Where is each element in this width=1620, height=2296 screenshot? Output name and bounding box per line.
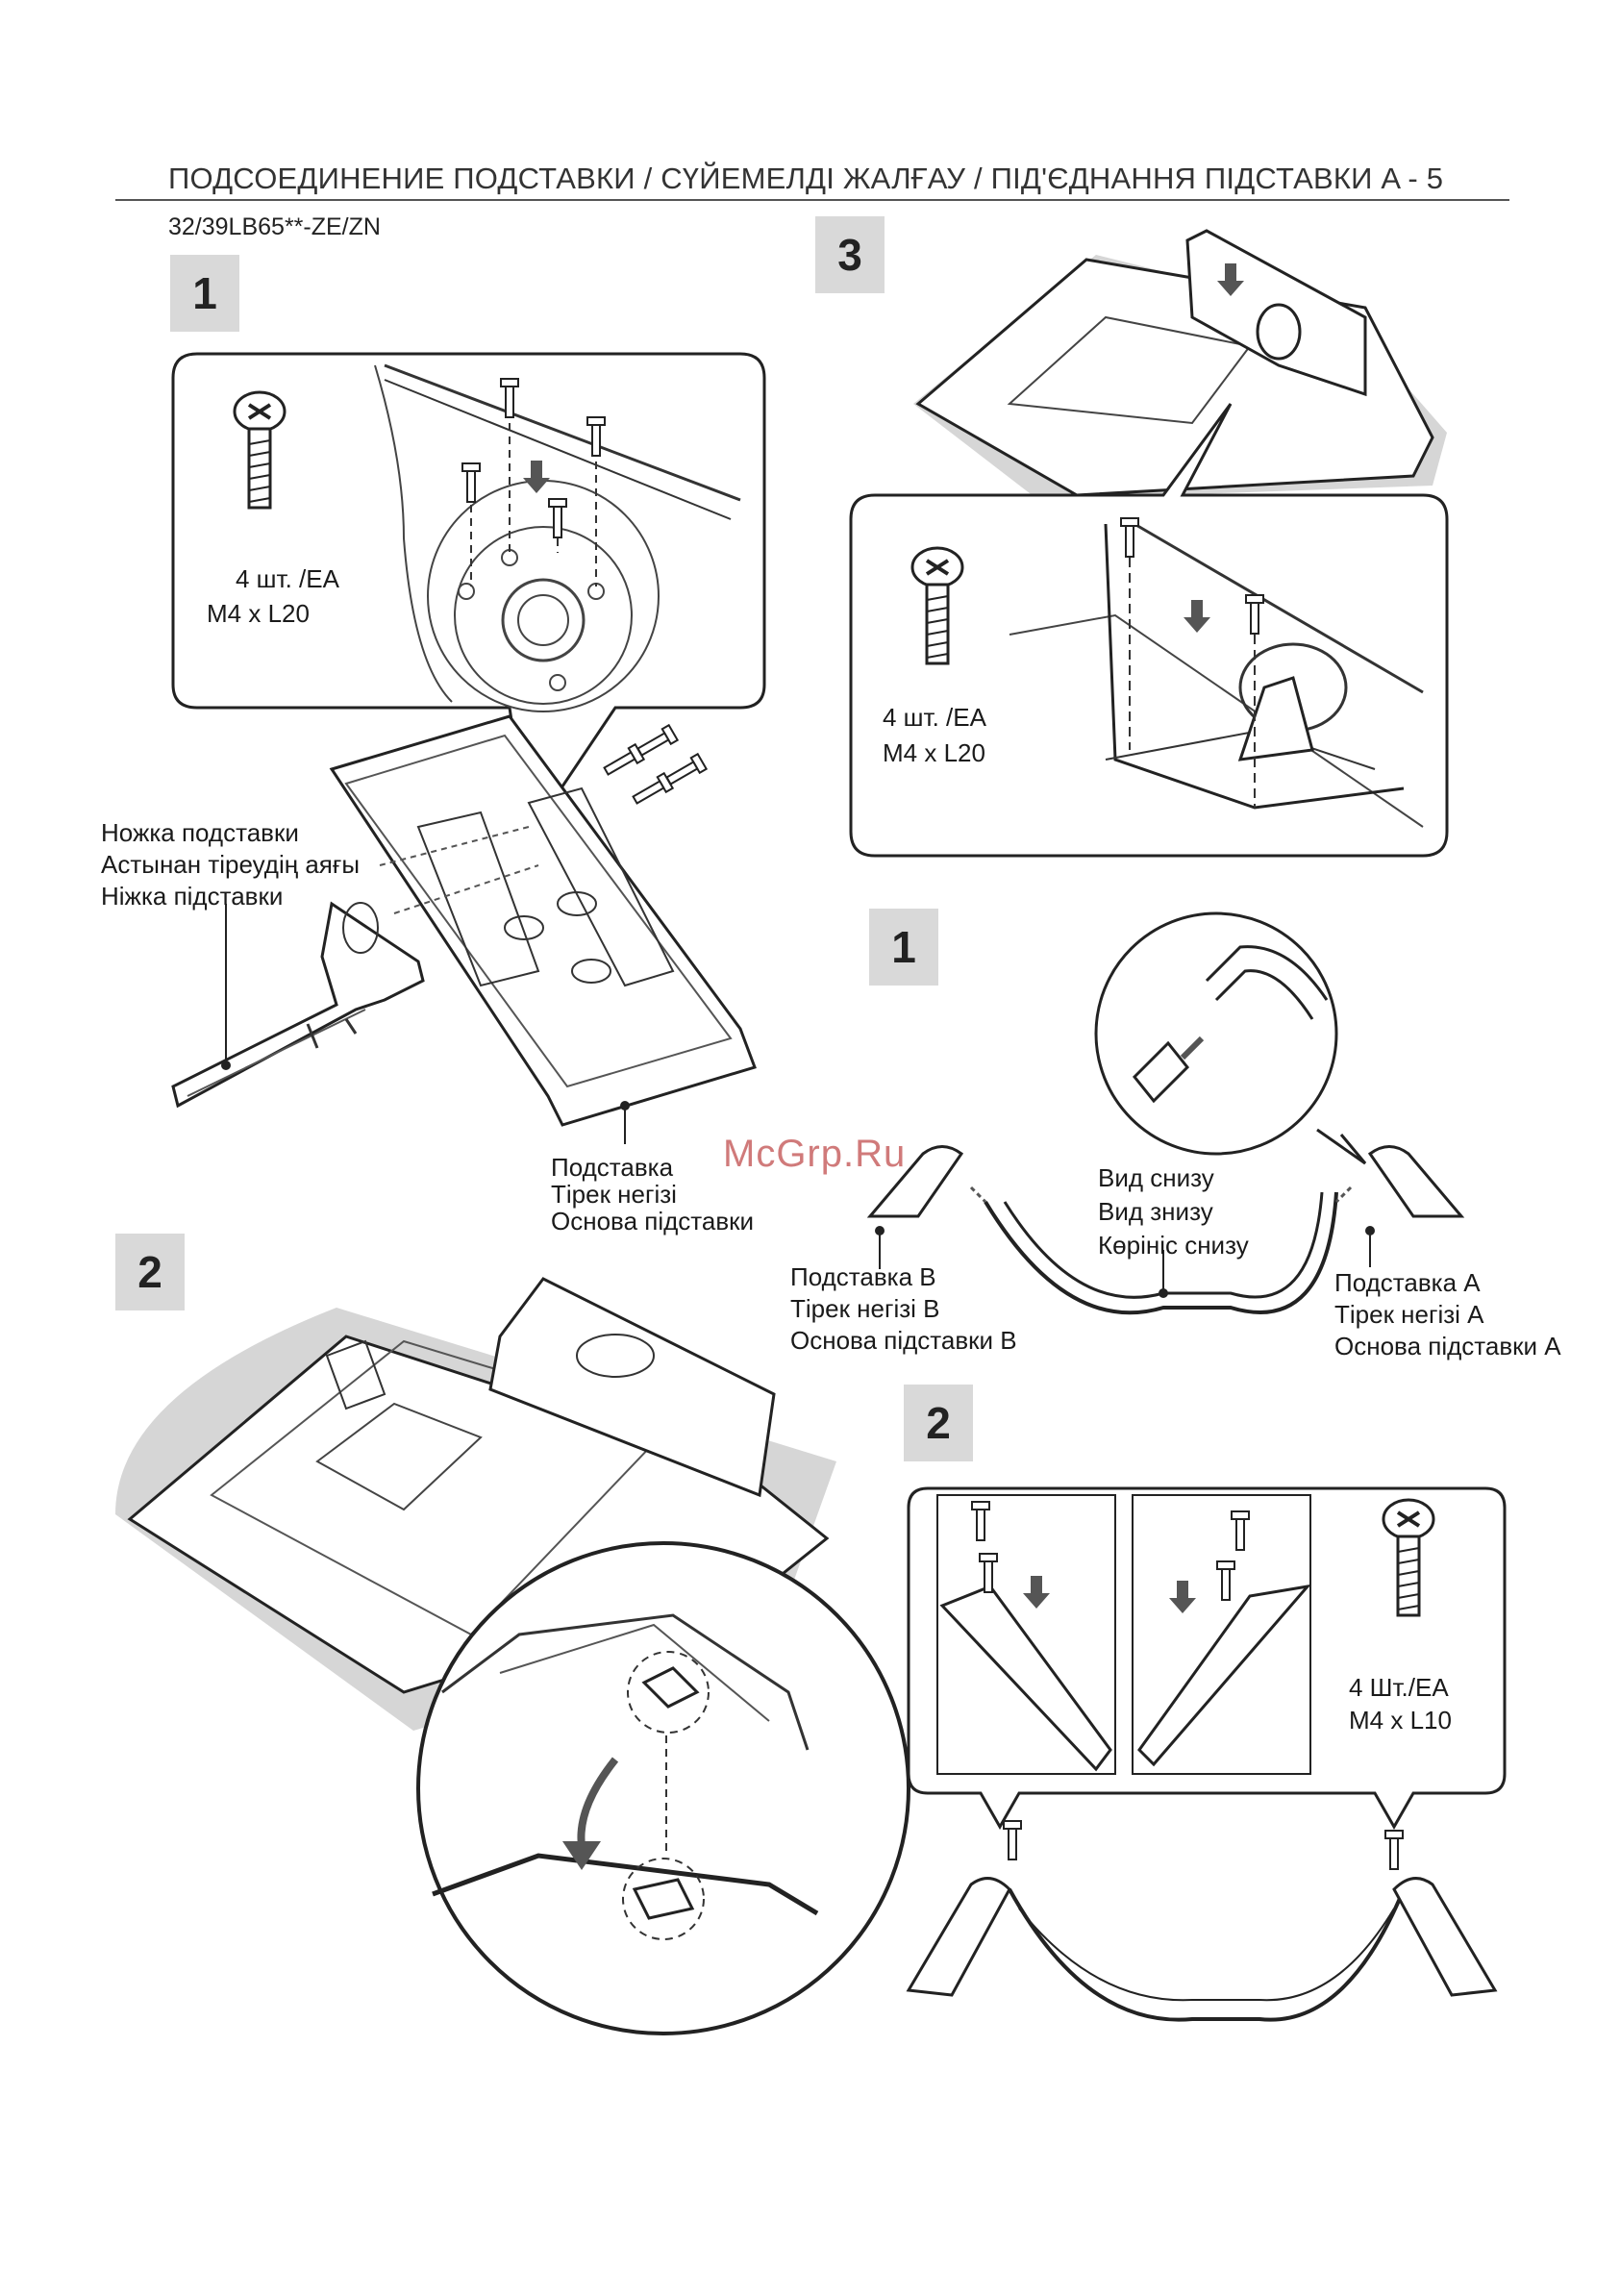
stand-a-label: Подставка A Тірек негізі A Основа підста… [1334, 1268, 1561, 1360]
stand-base-label: Подставка Тірек негізі Основа підставки [551, 1153, 755, 1235]
step-badge-right-1: 1 [869, 909, 938, 986]
screw-spec-left-1: 4 шт. /EA [236, 563, 339, 595]
step2-screw-callout [907, 1486, 1507, 1831]
step1-callout-bubble [171, 352, 766, 841]
stand-base-u-shape [866, 1145, 1465, 1315]
screw-size-left-1: M4 x L20 [207, 598, 310, 630]
stand-assembled-drawing [906, 1820, 1498, 2022]
step-badge-left-1: 1 [170, 255, 239, 332]
step3-tv-back-drawing [913, 229, 1447, 500]
stand-neck-drawing [329, 714, 757, 1127]
stand-leg-drawing [171, 901, 425, 1109]
screw-size: M4 x L20 [883, 738, 985, 767]
stand-zoom-circle [1094, 911, 1367, 1165]
bottom-view-label: Вид снизу Вид знизу Көрініс снизу [1098, 1163, 1249, 1260]
step-badge-left-2: 2 [115, 1234, 185, 1310]
step-badge-right-3: 3 [815, 216, 885, 293]
page-title: ПОДСОЕДИНЕНИЕ ПОДСТАВКИ / СҮЙЕМЕЛДІ ЖАЛҒ… [168, 162, 1444, 195]
stand-leg-label: Ножка подставки Астынан тіреудің аяғы Ні… [101, 818, 361, 911]
header-rule [115, 199, 1509, 201]
screw-size: M4 x L20 [207, 599, 310, 628]
screw-qty: 4 шт. /EA [236, 564, 339, 593]
watermark: McGrp.Ru [723, 1133, 907, 1175]
screw-spec-right-3: 4 шт. /EA M4 x L20 [883, 700, 986, 771]
screw-qty: 4 Шт./EA [1349, 1673, 1449, 1702]
step3-callout-bubble [849, 403, 1449, 858]
screw-size: M4 x L10 [1349, 1706, 1452, 1734]
step-badge-right-2: 2 [904, 1385, 973, 1461]
step2-zoom-circle [416, 1541, 910, 2035]
screw-spec-right-2: 4 Шт./EA M4 x L10 [1349, 1671, 1452, 1736]
screw-qty: 4 шт. /EA [883, 703, 986, 732]
stand-b-label: Подставка B Тірек негізі B Основа підста… [790, 1262, 1017, 1355]
model-number: 32/39LB65**-ZE/ZN [168, 213, 381, 240]
